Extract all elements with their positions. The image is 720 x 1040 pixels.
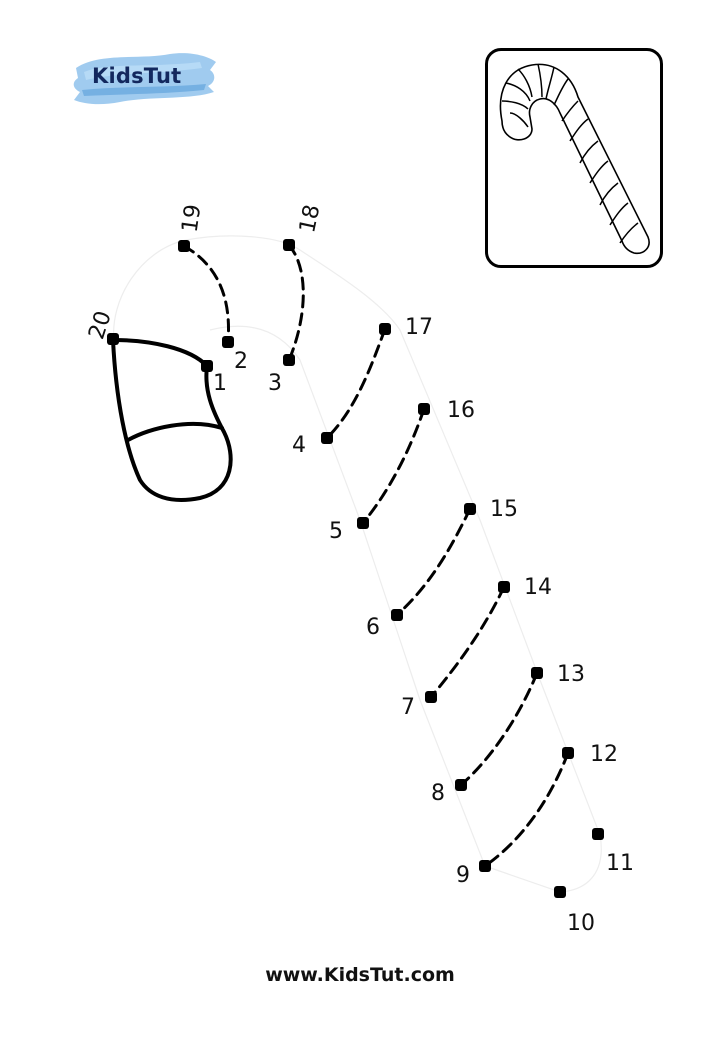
dot-number-5: 5 xyxy=(329,519,343,544)
logo-text: KidsTut xyxy=(92,64,182,88)
dot-11[interactable] xyxy=(592,828,604,840)
dot-15[interactable] xyxy=(464,503,476,515)
dot-number-8: 8 xyxy=(431,781,445,806)
dot-17[interactable] xyxy=(379,323,391,335)
dot-16[interactable] xyxy=(418,403,430,415)
dot-number-19: 19 xyxy=(178,203,207,234)
dot-number-11: 11 xyxy=(606,851,634,876)
dot-number-9: 9 xyxy=(456,863,470,888)
dot-number-14: 14 xyxy=(524,575,552,600)
dots xyxy=(107,239,604,898)
dot-12[interactable] xyxy=(562,747,574,759)
dot-10[interactable] xyxy=(554,886,566,898)
ghost-outline xyxy=(113,235,602,893)
dot-18[interactable] xyxy=(283,239,295,251)
dot-number-7: 7 xyxy=(401,695,415,720)
kidstut-logo-brush xyxy=(73,53,217,105)
dot-14[interactable] xyxy=(498,581,510,593)
dot-number-3: 3 xyxy=(268,371,282,396)
candy-cane-icon xyxy=(499,63,650,255)
dot-4[interactable] xyxy=(321,432,333,444)
dot-9[interactable] xyxy=(479,860,491,872)
dot-13[interactable] xyxy=(531,667,543,679)
dot-8[interactable] xyxy=(455,779,467,791)
dot-number-4: 4 xyxy=(292,433,306,458)
dot-number-13: 13 xyxy=(557,662,585,687)
dot-20[interactable] xyxy=(107,333,119,345)
dot-3[interactable] xyxy=(283,354,295,366)
dot-number-17: 17 xyxy=(405,315,433,340)
dot-5[interactable] xyxy=(357,517,369,529)
preview-frame xyxy=(485,48,663,268)
dot-7[interactable] xyxy=(425,691,437,703)
dot-19[interactable] xyxy=(178,240,190,252)
hook-tip-outline xyxy=(111,338,233,502)
website-url[interactable]: www.KidsTut.com xyxy=(265,964,455,986)
dot-number-18: 18 xyxy=(295,203,325,236)
dot-numbers: 1 2 3 4 5 6 7 8 9 10 11 12 13 14 15 16 1… xyxy=(84,203,634,936)
dot-number-15: 15 xyxy=(490,497,518,522)
dot-number-12: 12 xyxy=(590,742,618,767)
dot-2[interactable] xyxy=(222,336,234,348)
dot-number-6: 6 xyxy=(366,615,380,640)
dot-number-1: 1 xyxy=(213,371,227,396)
dot-number-2: 2 xyxy=(234,349,248,374)
dashed-guides xyxy=(182,243,570,868)
dot-number-10: 10 xyxy=(567,911,595,936)
dot-6[interactable] xyxy=(391,609,403,621)
dot-1[interactable] xyxy=(201,360,213,372)
dot-number-16: 16 xyxy=(447,398,475,423)
